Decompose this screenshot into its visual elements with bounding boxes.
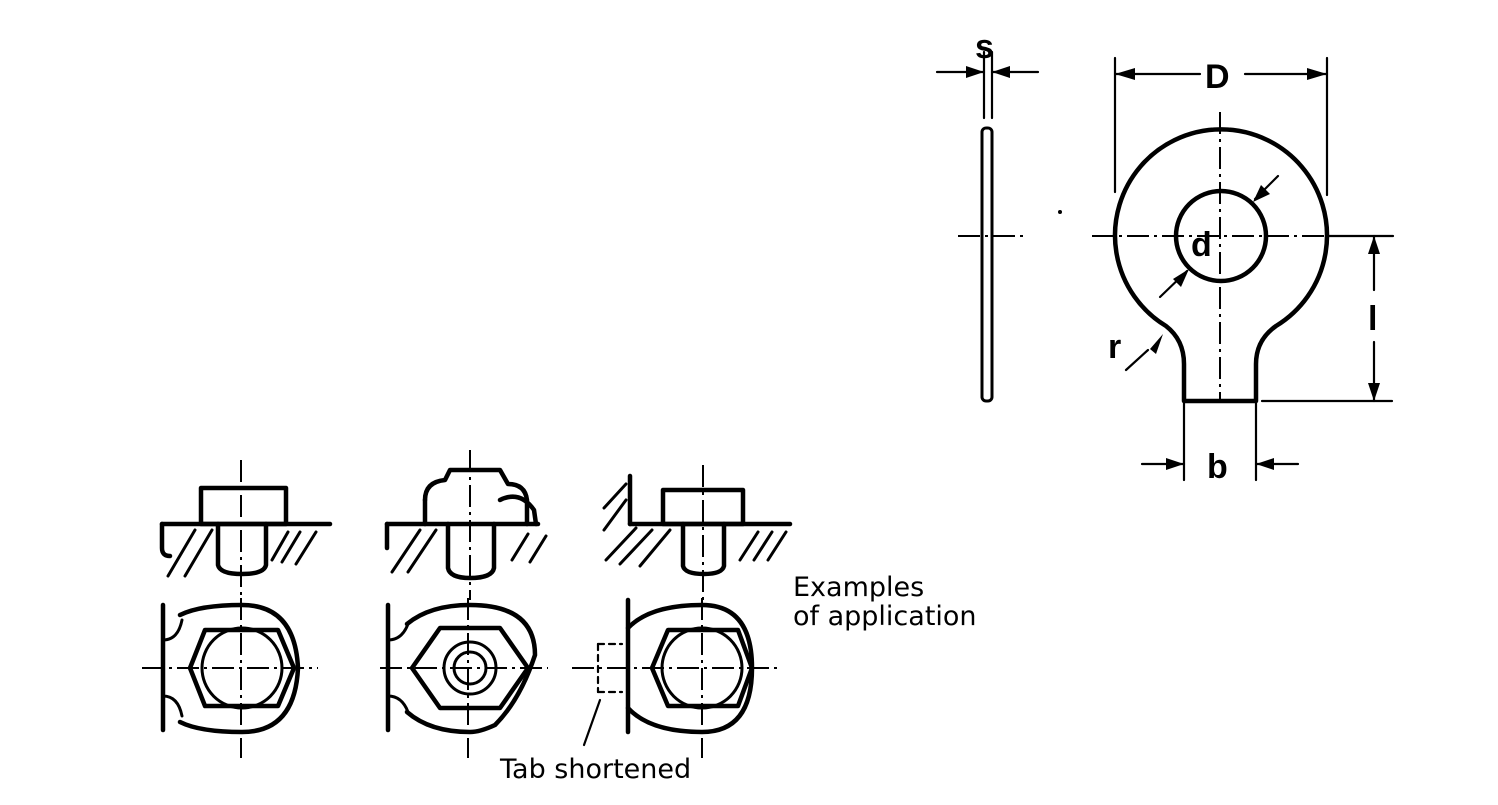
r-leader — [1124, 348, 1150, 372]
b-label: b — [1207, 448, 1228, 486]
s-arrow-left — [966, 66, 984, 78]
ex3-hatching — [602, 482, 788, 568]
ex2-tab — [386, 622, 410, 714]
example-1-section — [159, 460, 333, 600]
ex2-bent-tab — [497, 494, 539, 527]
ex1-bolt-shank — [215, 521, 269, 577]
D-arrow-left — [1115, 68, 1135, 80]
washer-side-view: s — [935, 28, 1040, 403]
D-label: D — [1205, 58, 1230, 96]
example-2-plan — [380, 598, 548, 758]
washer-front-view: D d l b r — [1092, 56, 1395, 486]
ex2-nut-top — [422, 467, 530, 527]
l-arrow-bottom — [1368, 383, 1380, 401]
tab-shortened-caption: Tab shortened — [499, 754, 691, 785]
washer-outline — [1112, 127, 1330, 404]
ex3-bolt-shank — [680, 521, 727, 577]
r-label: r — [1108, 328, 1121, 366]
l-arrow-top — [1368, 236, 1380, 254]
example-1-plan — [142, 598, 318, 758]
s-arrow-right — [992, 66, 1010, 78]
scan-dot — [1058, 210, 1062, 214]
d-arrow-lower — [1173, 269, 1189, 287]
ex2-washer-outline — [404, 602, 538, 735]
tab-shortened-leader — [582, 698, 602, 747]
ex2-hatching — [390, 528, 548, 574]
l-label: l — [1368, 300, 1377, 338]
r-arrow — [1150, 334, 1163, 354]
examples-caption-line2: of application — [793, 601, 977, 632]
d-arrow-upper — [1253, 185, 1270, 202]
s-label: s — [975, 28, 994, 66]
ex1-hatching — [166, 528, 318, 578]
example-3-plan — [572, 597, 780, 758]
example-2-section — [384, 450, 548, 600]
ex1-tab — [161, 618, 184, 718]
example-3-section — [602, 465, 793, 600]
b-arrow-left — [1166, 458, 1184, 470]
examples-caption-line1: Examples — [793, 572, 924, 603]
washer-edge — [980, 126, 994, 403]
ex2-bolt-shank — [445, 521, 497, 581]
ex2-hex-nut — [409, 625, 531, 711]
D-arrow-right — [1307, 68, 1327, 80]
ex1-bent-tab — [159, 521, 173, 559]
ex1-bolt-head — [198, 485, 289, 527]
b-arrow-right — [1256, 458, 1274, 470]
d-label: d — [1191, 226, 1212, 264]
ex3-shortened-tab-edges — [596, 642, 624, 694]
